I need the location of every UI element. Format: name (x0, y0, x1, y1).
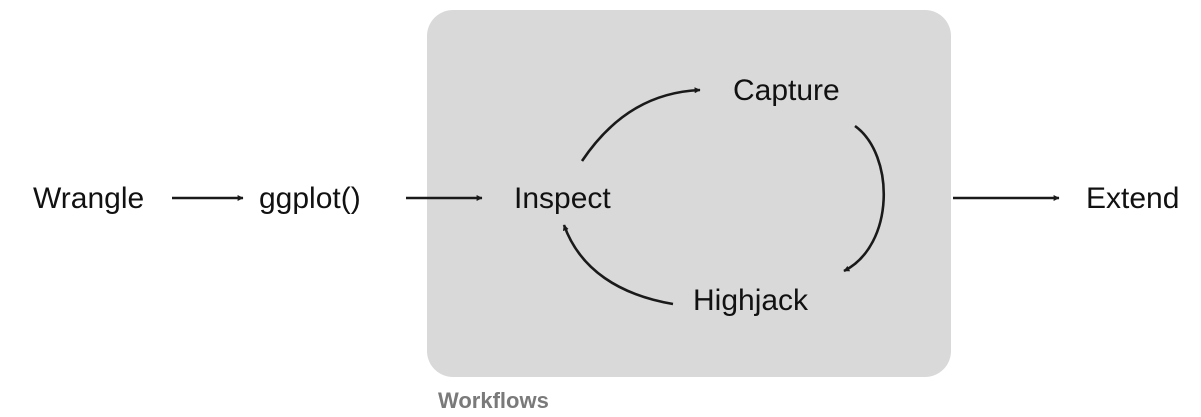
node-wrangle: Wrangle (33, 182, 144, 215)
node-ggplot: ggplot() (259, 182, 361, 215)
arrow-capture-to-highjack (843, 124, 886, 273)
node-extend: Extend (1086, 182, 1179, 215)
arrow-highjack-to-inspect (562, 224, 674, 306)
arrow-inspect-to-capture (580, 87, 701, 162)
workflows-caption: Workflows (438, 388, 549, 413)
workflows-box (427, 10, 951, 377)
node-highjack: Highjack (693, 284, 809, 317)
node-capture: Capture (733, 74, 840, 107)
node-inspect: Inspect (514, 182, 611, 215)
